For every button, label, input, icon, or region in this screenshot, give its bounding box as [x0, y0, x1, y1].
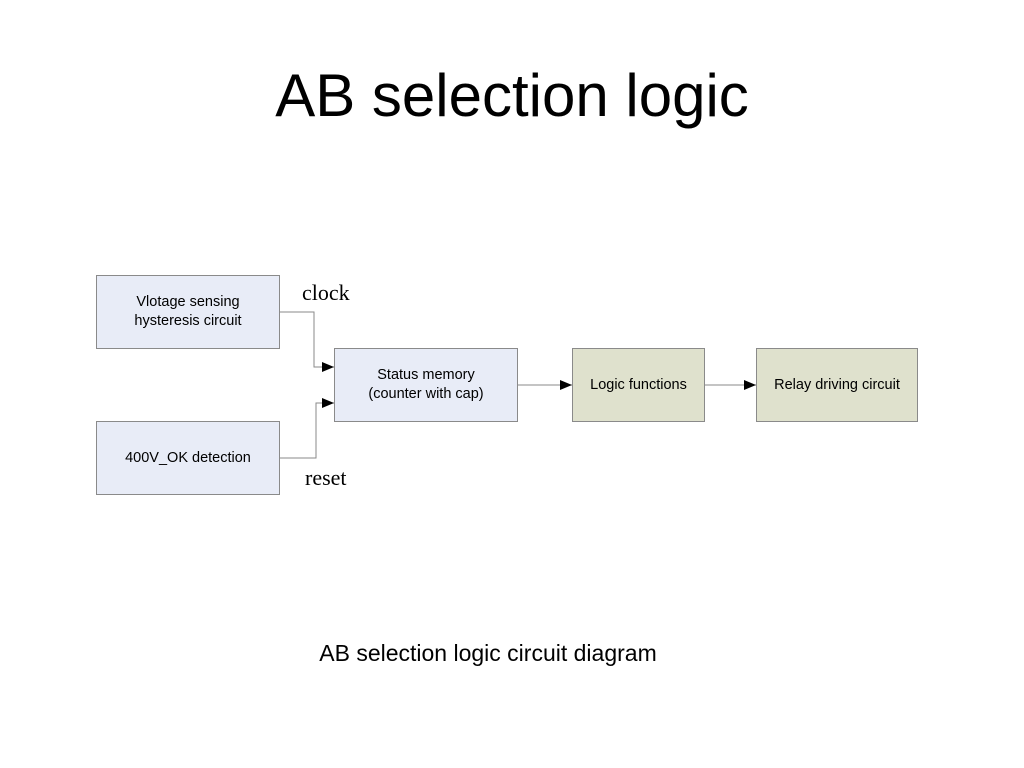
voltage-sensing-label-line1: Vlotage sensing — [136, 294, 240, 310]
ok-detection-block: 400V_OK detection — [96, 421, 280, 495]
slide-title: AB selection logic — [275, 62, 749, 129]
clock-wire — [280, 311, 334, 372]
logic-functions-block: Logic functions — [572, 348, 705, 422]
status-memory-label-line2: (counter with cap) — [368, 386, 484, 402]
ok-detection-label: 400V_OK detection — [125, 449, 251, 466]
reset-wire — [280, 398, 334, 459]
relay-driving-label: Relay driving circuit — [774, 376, 900, 393]
voltage-sensing-block: Vlotage sensing hysteresis circuit — [96, 275, 280, 349]
diagram-caption: AB selection logic circuit diagram — [319, 640, 657, 666]
reset-signal-label: reset — [305, 465, 347, 490]
status-memory-label-line1: Status memory — [377, 367, 475, 383]
status-memory-block: Status memory (counter with cap) — [334, 348, 518, 422]
logic-functions-label: Logic functions — [590, 376, 687, 393]
clock-signal-label: clock — [302, 280, 350, 305]
voltage-sensing-label-line2: hysteresis circuit — [134, 313, 242, 329]
relay-driving-block: Relay driving circuit — [756, 348, 918, 422]
